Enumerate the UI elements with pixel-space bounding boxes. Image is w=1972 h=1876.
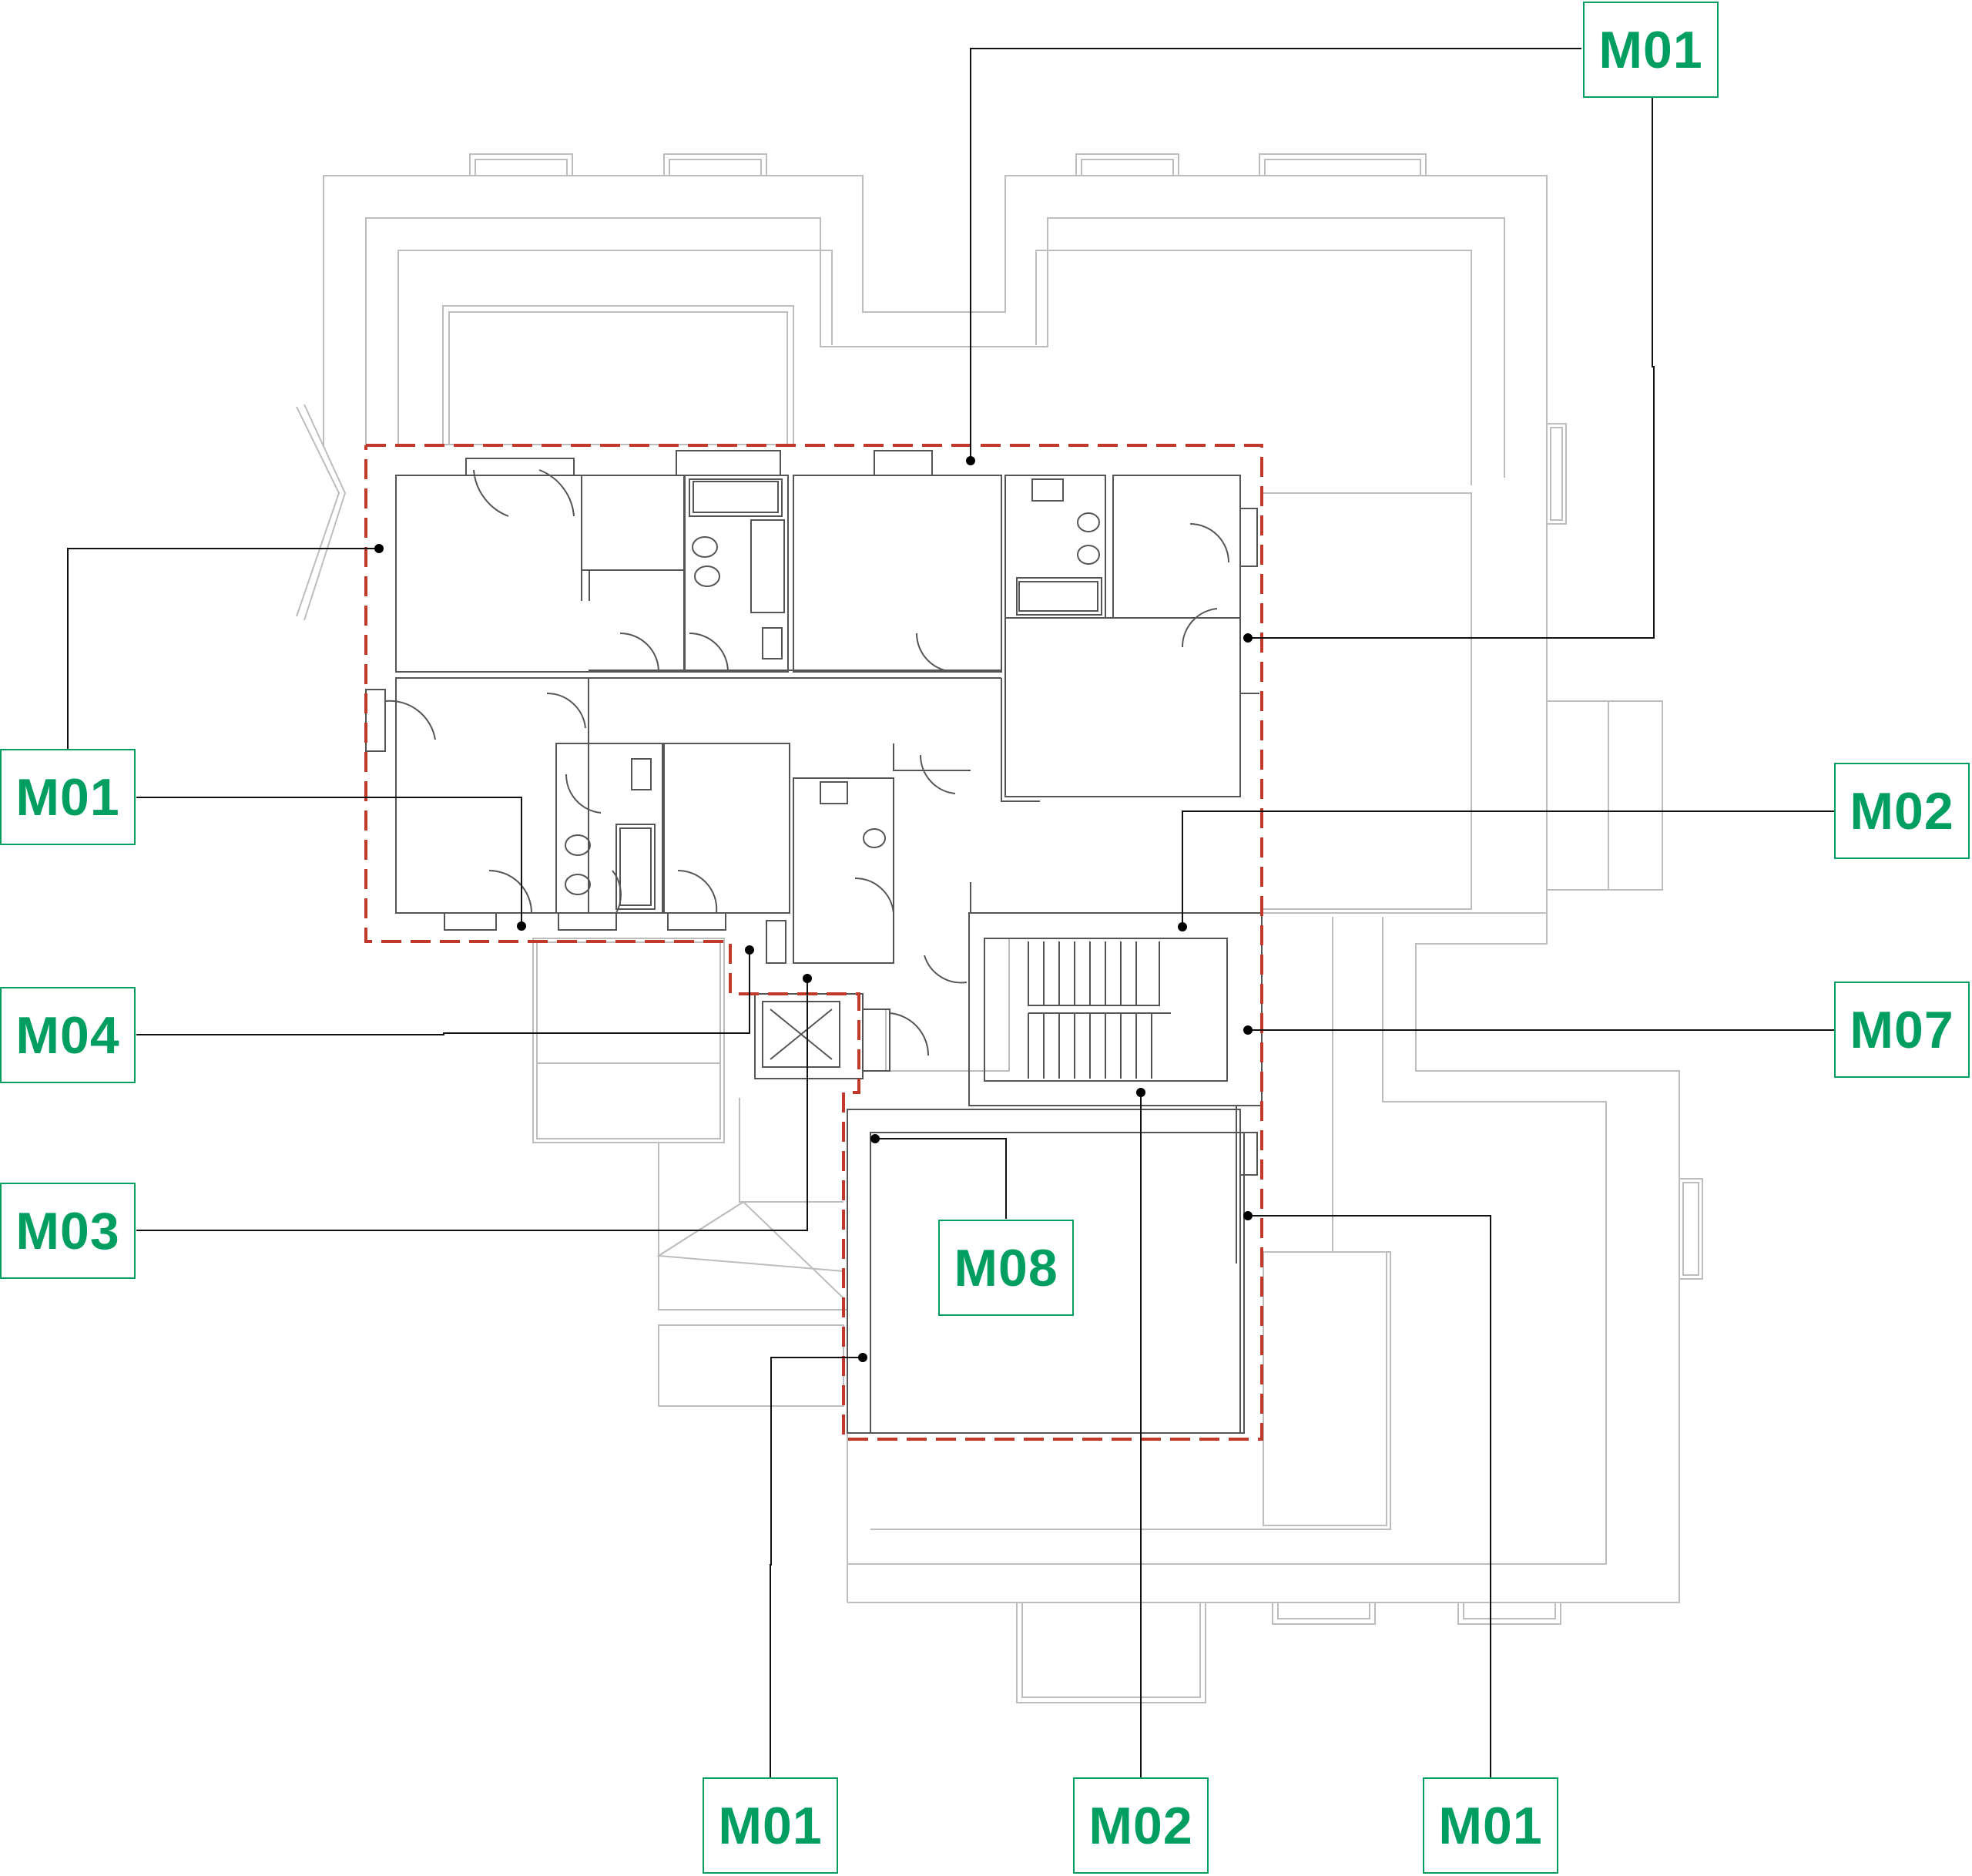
leader-dot bbox=[870, 1134, 880, 1143]
leader-dot bbox=[374, 544, 384, 553]
label-text: M08 bbox=[954, 1238, 1058, 1297]
label-m02-right: M02 bbox=[1834, 763, 1970, 859]
label-m01-bottom-left: M01 bbox=[703, 1777, 838, 1874]
label-m01-bottom-right: M01 bbox=[1423, 1777, 1558, 1874]
label-text: M01 bbox=[15, 767, 120, 827]
dashed-boundary bbox=[364, 444, 1263, 1441]
label-text: M07 bbox=[1850, 1000, 1954, 1059]
label-m02-bottom: M02 bbox=[1073, 1777, 1209, 1874]
label-text: M01 bbox=[1598, 20, 1703, 79]
interior-walls bbox=[365, 450, 1263, 1434]
label-m01-top: M01 bbox=[1583, 2, 1719, 98]
leader-dot bbox=[1243, 1211, 1253, 1220]
label-m01-left: M01 bbox=[0, 749, 136, 845]
label-text: M02 bbox=[1850, 781, 1954, 841]
label-m08-center: M08 bbox=[938, 1220, 1074, 1316]
leader-dot bbox=[1178, 922, 1187, 931]
leader-dot bbox=[858, 1353, 867, 1362]
label-text: M01 bbox=[718, 1796, 823, 1855]
stair-treads bbox=[1028, 941, 1171, 1079]
label-text: M01 bbox=[1438, 1796, 1543, 1855]
leader-dot bbox=[1136, 1088, 1145, 1097]
label-m04-left: M04 bbox=[0, 987, 136, 1083]
leader-dots bbox=[374, 456, 1253, 1362]
leader-dot bbox=[745, 945, 754, 955]
label-m03-left: M03 bbox=[0, 1183, 136, 1279]
label-m07-right: M07 bbox=[1834, 982, 1970, 1078]
leader-lines bbox=[67, 48, 1834, 1777]
leader-dot bbox=[1243, 633, 1253, 643]
label-text: M03 bbox=[15, 1201, 120, 1260]
context-outlines bbox=[296, 153, 1703, 1703]
leader-dot bbox=[966, 456, 975, 465]
leader-dot bbox=[517, 921, 526, 931]
label-text: M02 bbox=[1088, 1796, 1193, 1855]
leader-dot bbox=[1243, 1025, 1253, 1035]
leader-dot bbox=[803, 974, 812, 983]
label-text: M04 bbox=[15, 1005, 120, 1065]
